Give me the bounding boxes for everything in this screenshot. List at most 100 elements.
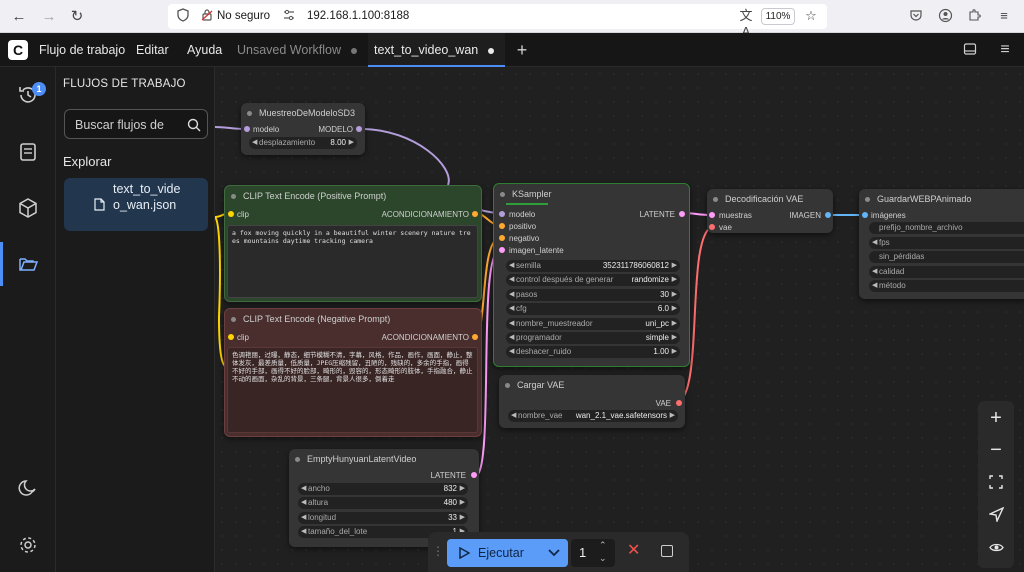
increment-arrow-icon[interactable]: ▶ — [459, 514, 465, 521]
port-negativo-in[interactable] — [499, 235, 505, 241]
batch-count-input[interactable]: 1 ⌃ ⌄ — [571, 539, 615, 567]
url-text[interactable]: 192.168.1.100:8188 — [307, 10, 410, 22]
app-menu-icon[interactable]: ≡ — [1000, 41, 1010, 58]
menu-edit[interactable]: Editar — [136, 43, 169, 57]
increment-arrow-icon[interactable]: ▶ — [671, 291, 677, 298]
sidebar-item-queue[interactable]: 1 — [0, 73, 56, 117]
tab-text-to-video-wan[interactable]: text_to_video_wan — [368, 33, 505, 67]
node-collapse-dot-icon[interactable] — [295, 457, 300, 462]
fit-view-icon[interactable] — [978, 466, 1014, 498]
negative-prompt-textarea[interactable]: 色调艳丽，过曝，静态，细节模糊不清，字幕，风格，作品，画作，画面，静止，整体发灰… — [227, 347, 478, 433]
increment-arrow-icon[interactable]: ▶ — [671, 276, 677, 283]
workflow-search-input[interactable]: Buscar flujos de — [64, 109, 208, 139]
select-mode-icon[interactable] — [978, 499, 1014, 531]
increment-arrow-icon[interactable]: ▶ — [459, 499, 465, 506]
increment-arrow-icon[interactable]: ▶ — [671, 334, 677, 341]
pocket-icon[interactable] — [908, 8, 924, 24]
node-vae-decode[interactable]: Decodificación VAE muestras vae IMAGEN — [707, 189, 833, 233]
decrement-arrow-icon[interactable]: ◀ — [509, 348, 515, 355]
port-conditioning-out[interactable] — [472, 334, 478, 340]
node-model-sampling-sd3[interactable]: MuestreoDeModeloSD3 modelo MODELO ◀ desp… — [241, 103, 365, 155]
decrement-arrow-icon[interactable]: ◀ — [252, 139, 258, 146]
widget-batch-size[interactable]: ◀tamaño_del_lote1▶ — [298, 526, 468, 538]
increment-arrow-icon[interactable]: ▶ — [671, 262, 677, 269]
widget-vae-name[interactable]: ◀ nombre_vae wan_2.1_vae.safetensors ▶ — [508, 410, 678, 422]
port-imagen-latente-in[interactable] — [499, 247, 505, 253]
decrement-arrow-icon[interactable]: ◀ — [301, 485, 307, 492]
node-collapse-dot-icon[interactable] — [713, 197, 718, 202]
increment-arrow-icon[interactable]: ▶ — [459, 485, 465, 492]
port-latente-out[interactable] — [471, 472, 477, 478]
toggle-panel-icon[interactable] — [962, 42, 978, 58]
node-clip-positive[interactable]: CLIP Text Encode (Positive Prompt) clip … — [224, 185, 482, 302]
extensions-icon[interactable] — [966, 8, 982, 24]
widget-desplazamiento[interactable]: ◀ desplazamiento 8.00 ▶ — [249, 137, 357, 149]
run-button[interactable]: Ejecutar — [447, 539, 548, 567]
decrement-arrow-icon[interactable]: ◀ — [509, 291, 515, 298]
sidebar-item-theme[interactable] — [0, 466, 56, 510]
decrement-arrow-icon[interactable]: ◀ — [509, 305, 515, 312]
sidebar-item-workflows[interactable] — [0, 242, 56, 286]
new-tab-plus-icon[interactable]: + — [516, 40, 528, 60]
increment-arrow-icon[interactable]: ▶ — [348, 139, 354, 146]
decrement-chevron-icon[interactable]: ⌄ — [599, 553, 607, 563]
port-clip-in[interactable] — [228, 334, 234, 340]
widget-fps[interactable]: ◀fps — [869, 237, 1024, 249]
decrement-arrow-icon[interactable]: ◀ — [509, 262, 515, 269]
sidebar-item-node-library[interactable] — [0, 130, 56, 174]
widget-method[interactable]: ◀método — [869, 280, 1024, 292]
port-model-out[interactable] — [356, 126, 362, 132]
run-options-dropdown[interactable] — [540, 539, 568, 567]
menu-help[interactable]: Ayuda — [187, 43, 223, 57]
node-collapse-dot-icon[interactable] — [231, 194, 236, 199]
decrement-arrow-icon[interactable]: ◀ — [301, 514, 307, 521]
node-collapse-dot-icon[interactable] — [865, 197, 870, 202]
node-collapse-dot-icon[interactable] — [505, 383, 510, 388]
port-model-in[interactable] — [244, 126, 250, 132]
port-clip-in[interactable] — [228, 211, 234, 217]
widget-lossless[interactable]: sin_pérdidas — [869, 251, 1024, 263]
clear-queue-square-icon[interactable] — [661, 545, 673, 557]
bookmark-star-icon[interactable]: ☆ — [805, 8, 817, 23]
increment-arrow-icon[interactable]: ▶ — [671, 305, 677, 312]
zoom-in-icon[interactable]: + — [990, 407, 1002, 429]
toggle-links-eye-icon[interactable] — [978, 532, 1014, 564]
decrement-arrow-icon[interactable]: ◀ — [301, 499, 307, 506]
decrement-arrow-icon[interactable]: ◀ — [509, 334, 515, 341]
increment-arrow-icon[interactable]: ▶ — [460, 526, 465, 538]
sidebar-item-settings[interactable] — [0, 523, 56, 567]
increment-chevron-icon[interactable]: ⌃ — [599, 540, 607, 550]
cancel-run-icon[interactable]: ✕ — [627, 542, 641, 559]
node-save-animated-webp[interactable]: GuardarWEBPAnimado imágenes prefijo_nomb… — [859, 189, 1024, 299]
workflow-item-text-to-video-wan[interactable]: text_to_video_wan.json — [64, 178, 208, 231]
port-positivo-in[interactable] — [499, 223, 505, 229]
back-icon[interactable]: ← — [11, 8, 27, 25]
browser-menu-icon[interactable]: ≡ — [1000, 8, 1008, 23]
decrement-arrow-icon[interactable]: ◀ — [511, 412, 517, 419]
translate-icon[interactable]: 文A — [739, 8, 753, 39]
increment-arrow-icon[interactable]: ▶ — [671, 320, 677, 327]
node-ksampler[interactable]: KSampler modelo positivo negativo imagen… — [493, 183, 690, 367]
site-permissions-icon[interactable] — [281, 8, 297, 24]
shield-icon[interactable] — [175, 8, 191, 24]
decrement-arrow-icon[interactable]: ◀ — [509, 320, 515, 327]
port-latente-out[interactable] — [679, 211, 685, 217]
account-icon[interactable] — [937, 8, 953, 24]
port-muestras-in[interactable] — [709, 212, 715, 218]
zoom-level[interactable]: 110% — [761, 8, 795, 25]
port-conditioning-out[interactable] — [472, 211, 478, 217]
zoom-out-icon[interactable]: − — [990, 439, 1002, 461]
tab-unsaved-workflow[interactable]: Unsaved Workflow — [231, 33, 365, 67]
port-modelo-in[interactable] — [499, 211, 505, 217]
menu-workflow[interactable]: Flujo de trabajo — [39, 43, 126, 57]
forward-icon[interactable]: → — [41, 8, 57, 25]
